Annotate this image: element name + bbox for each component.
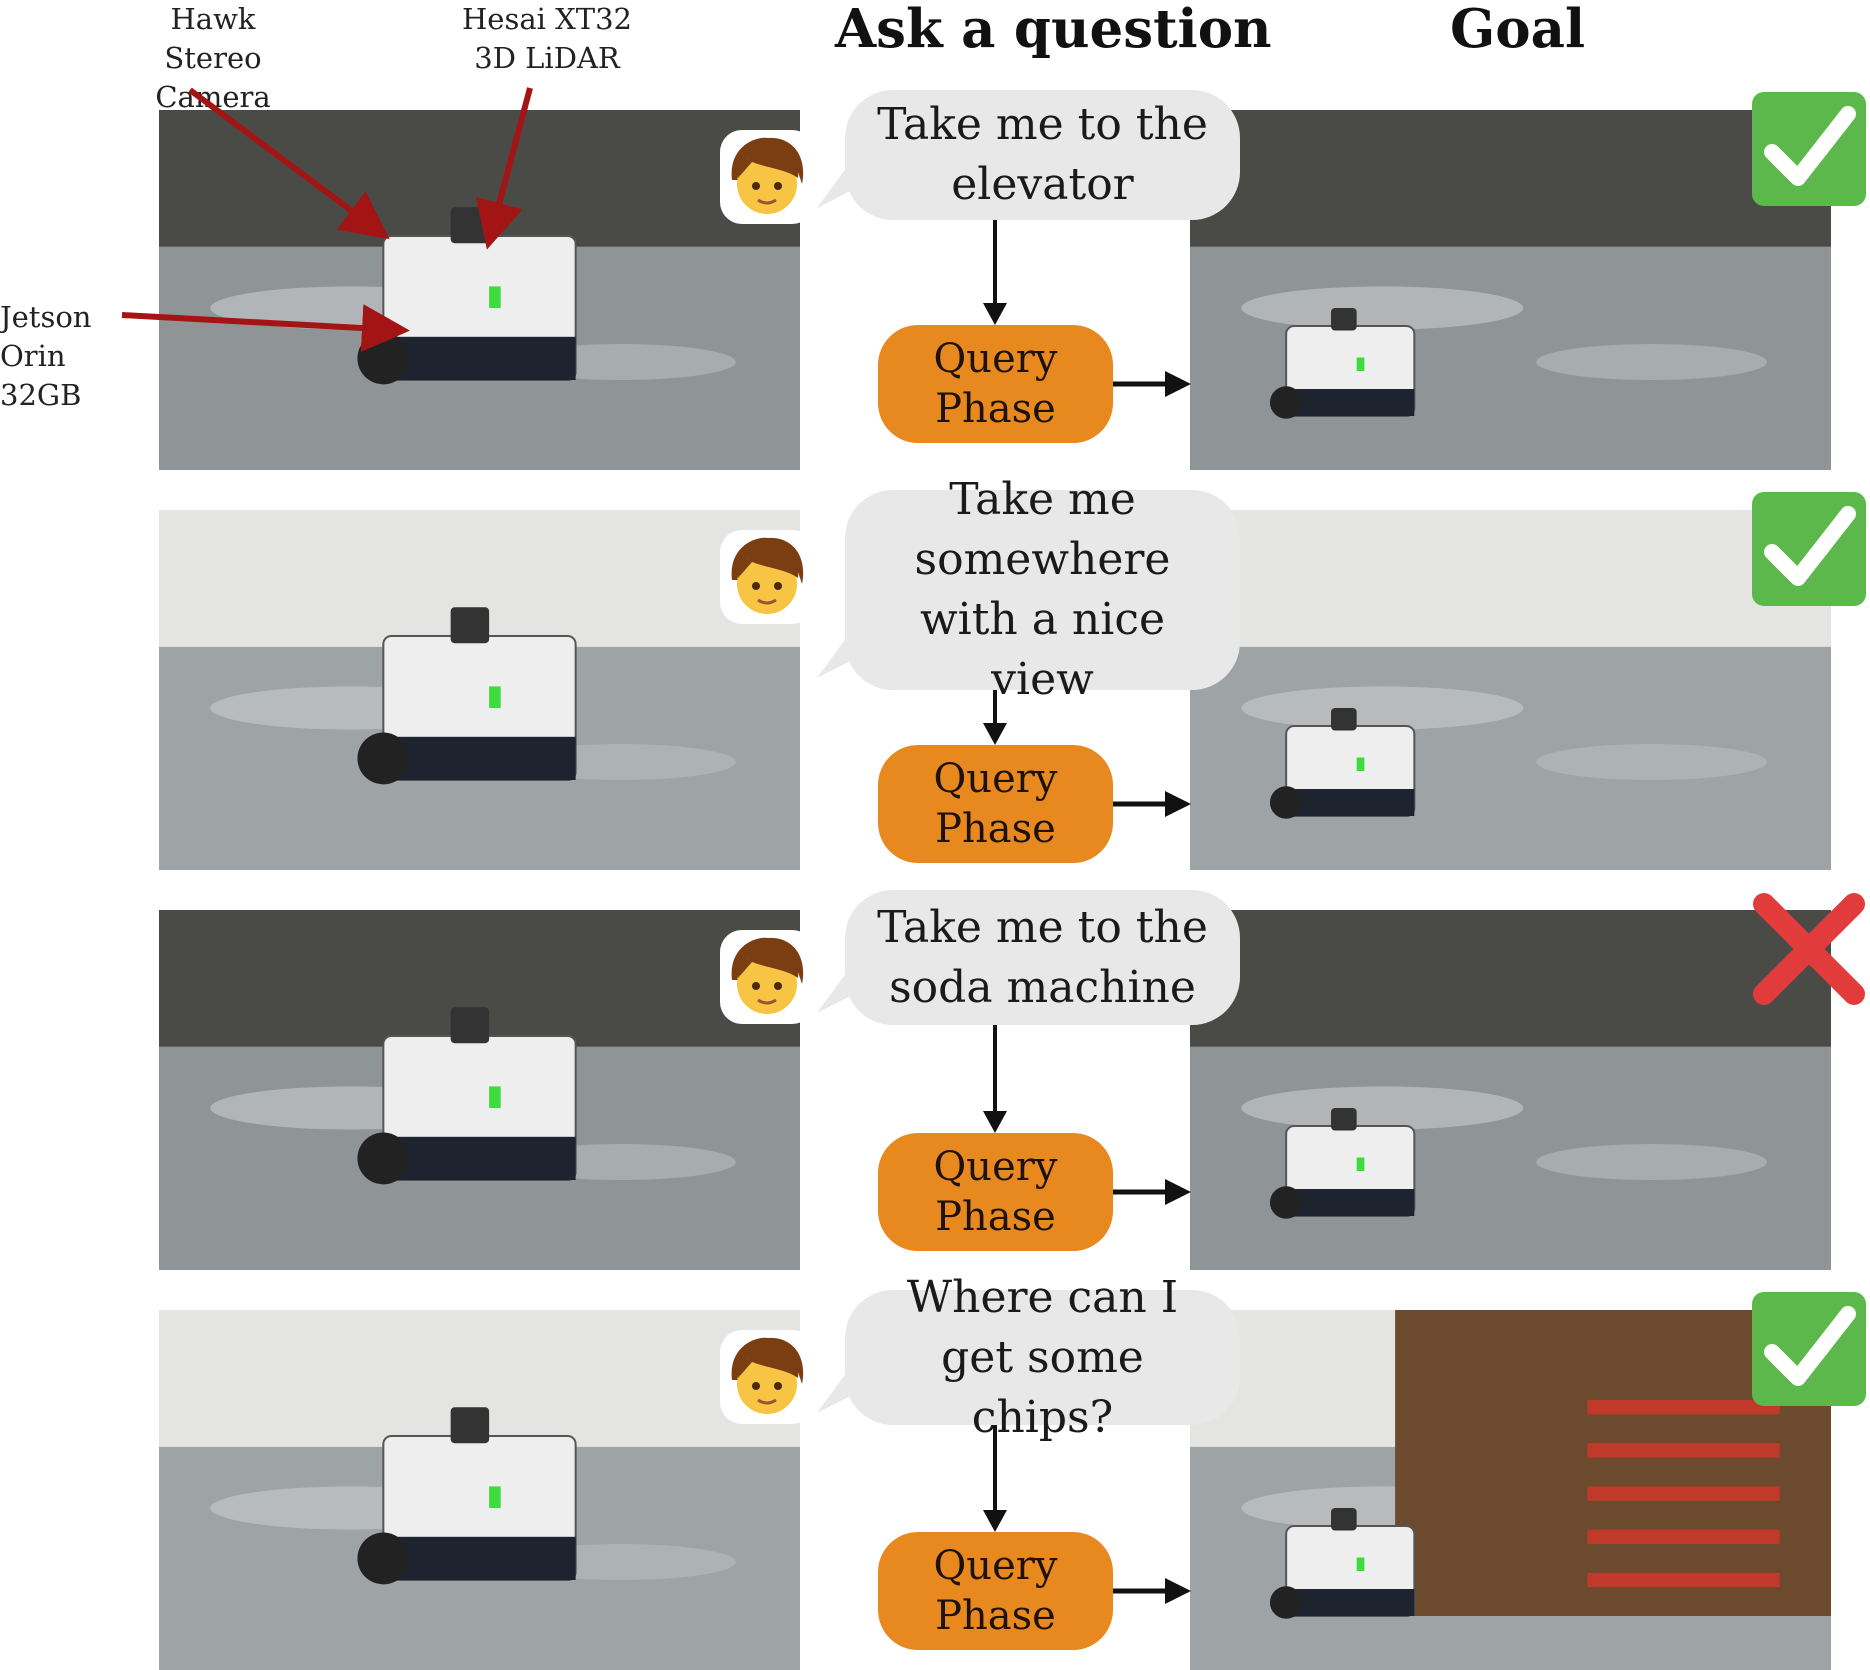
robot-start-photo — [159, 1310, 800, 1670]
robot-start-photo — [159, 510, 800, 870]
check-mark-icon — [1750, 1290, 1868, 1408]
query-phase-line2: Phase — [935, 806, 1056, 852]
query-phase-line1: Query — [933, 1144, 1058, 1190]
query-phase-line2: Phase — [935, 386, 1056, 432]
goal-photo — [1190, 910, 1831, 1270]
jetson-label: Jetson Orin 32GB — [0, 300, 92, 412]
goal-photo — [1190, 110, 1831, 470]
right-arrow-icon — [1113, 1177, 1191, 1211]
hawk-arrow — [188, 87, 390, 240]
ask-question-header: Ask a question — [835, 0, 1272, 60]
down-arrow-icon — [980, 690, 1010, 749]
goal-photo — [1190, 510, 1831, 870]
down-arrow-icon — [980, 220, 1010, 329]
jetson-arrow — [121, 304, 410, 353]
query-phase-line2: Phase — [935, 1194, 1056, 1240]
down-arrow-icon — [980, 1025, 1010, 1137]
person-emoji-icon — [718, 528, 816, 626]
question-bubble: Take me somewhere with a nice view — [845, 474, 1240, 705]
cross-mark-icon — [1750, 890, 1868, 1008]
query-phase-line2: Phase — [935, 1593, 1056, 1639]
right-arrow-icon — [1113, 1576, 1191, 1610]
right-arrow-icon — [1113, 789, 1191, 823]
right-arrow-icon — [1113, 369, 1191, 403]
question-bubble: Where can I get some chips? — [845, 1272, 1240, 1443]
person-emoji-icon — [718, 1328, 816, 1426]
query-phase-line1: Query — [933, 756, 1058, 802]
lidar-label: Hesai XT32 3D LiDAR — [462, 2, 633, 75]
person-emoji-icon — [718, 928, 816, 1026]
robot-start-photo — [159, 110, 800, 470]
down-arrow-icon — [980, 1425, 1010, 1536]
check-mark-icon — [1750, 490, 1868, 608]
question-bubble: Take me to the soda machine — [845, 890, 1240, 1025]
query-phase-line1: Query — [933, 1543, 1058, 1589]
goal-header: Goal — [1450, 0, 1586, 60]
check-mark-icon — [1750, 90, 1868, 208]
lidar-arrow — [476, 87, 533, 250]
robot-start-photo — [159, 910, 800, 1270]
person-emoji-icon — [718, 128, 816, 226]
query-phase-line1: Query — [933, 336, 1058, 382]
question-bubble: Take me to the elevator — [845, 90, 1240, 220]
